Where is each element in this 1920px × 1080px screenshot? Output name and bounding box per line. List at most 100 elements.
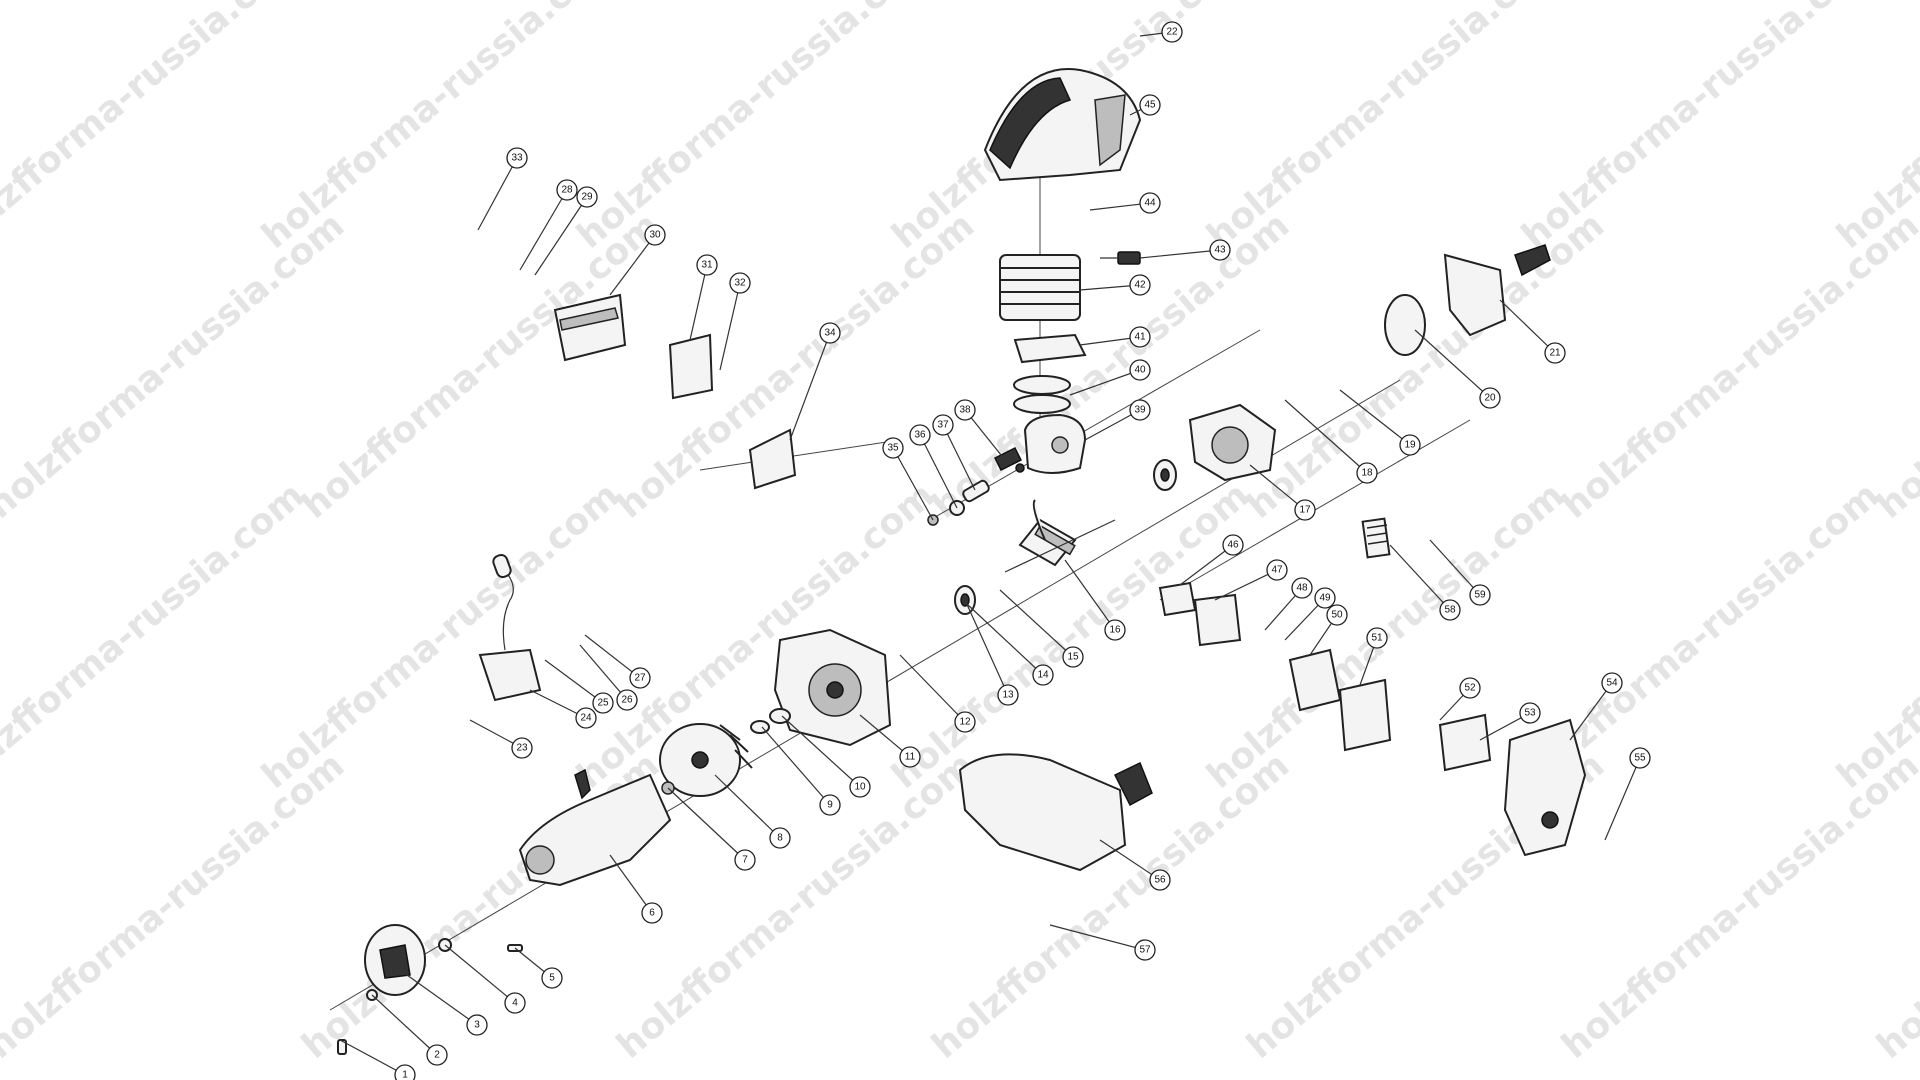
part-callout-38: 38 — [954, 399, 976, 421]
callout-circle — [696, 254, 718, 276]
leader-line — [1069, 369, 1141, 396]
filter-element — [1438, 713, 1492, 772]
callout-number: 14 — [1037, 670, 1049, 681]
callout-number: 28 — [561, 185, 573, 196]
callout-circle — [1291, 577, 1313, 599]
callout-circle — [997, 684, 1019, 706]
part-callout-52: 52 — [1459, 677, 1481, 699]
muffler-gasket — [668, 333, 714, 400]
callout-number: 18 — [1361, 468, 1373, 479]
watermark-text: holzfforma-russia.com — [254, 475, 627, 797]
part-callout-40: 40 — [1129, 359, 1151, 381]
callout-number: 27 — [634, 673, 646, 684]
part-callout-55: 55 — [1629, 747, 1651, 769]
part-callout-43: 43 — [1209, 239, 1231, 261]
fuel-tank — [958, 753, 1153, 872]
leader-line — [584, 634, 641, 679]
fan-housing — [518, 768, 672, 887]
leader-line — [1064, 559, 1116, 631]
callout-number: 48 — [1296, 583, 1308, 594]
callout-number: 3 — [474, 1020, 480, 1031]
part-callout-37: 37 — [932, 414, 954, 436]
intake-insulator — [1193, 593, 1242, 647]
callout-circle — [644, 224, 666, 246]
callout-circle — [1129, 359, 1151, 381]
part-callout-57: 57 — [1134, 939, 1156, 961]
part-callout-22: 22 — [1161, 21, 1183, 43]
part-callout-14: 14 — [1032, 664, 1054, 686]
callout-number: 20 — [1484, 393, 1496, 404]
leader-line — [444, 944, 516, 1004]
callout-circle — [1129, 399, 1151, 421]
leader-line — [519, 189, 568, 271]
callout-circle — [899, 746, 921, 768]
part-callout-34: 34 — [819, 322, 841, 344]
leader-line — [899, 654, 966, 723]
leader-line — [964, 409, 1006, 461]
callout-number: 33 — [511, 153, 523, 164]
spark-plug — [1100, 251, 1141, 265]
callout-number: 54 — [1606, 678, 1618, 689]
callout-number: 11 — [905, 752, 916, 763]
callout-number: 55 — [1634, 753, 1646, 764]
part-callout-24: 24 — [575, 707, 597, 729]
crankcase-right — [1188, 403, 1277, 482]
callout-circle — [1266, 559, 1288, 581]
callout-circle — [629, 667, 651, 689]
callout-circle — [641, 902, 663, 924]
callout-circle — [504, 992, 526, 1014]
leader-line — [339, 1039, 406, 1076]
callout-circle — [1161, 21, 1183, 43]
callout-number: 45 — [1144, 100, 1156, 111]
callout-circle — [556, 179, 578, 201]
part-callout-36: 36 — [909, 424, 931, 446]
part-callout-33: 33 — [506, 147, 528, 169]
leader-line — [544, 659, 604, 704]
leader-line — [1339, 389, 1411, 446]
callout-circle — [1129, 274, 1151, 296]
part-callout-59: 59 — [1469, 584, 1491, 606]
callout-circle — [426, 1044, 448, 1066]
part-callout-26: 26 — [616, 689, 638, 711]
leader-line — [1499, 299, 1556, 354]
callout-number: 19 — [1404, 440, 1416, 451]
part-callout-46: 46 — [1222, 534, 1244, 556]
part-callout-32: 32 — [729, 272, 751, 294]
callout-circle — [1439, 599, 1461, 621]
leader-line — [1604, 757, 1641, 841]
callout-number: 38 — [959, 405, 971, 416]
callout-number: 21 — [1549, 348, 1561, 359]
part-callout-1: 1 — [394, 1064, 416, 1080]
callout-number: 59 — [1474, 590, 1486, 601]
callout-circle — [1104, 619, 1126, 641]
callout-circle — [1629, 747, 1651, 769]
callout-circle — [394, 1064, 416, 1080]
callout-circle — [849, 776, 871, 798]
crankcase-left — [773, 628, 892, 747]
callout-circle — [1134, 939, 1156, 961]
part-callout-42: 42 — [1129, 274, 1151, 296]
callout-circle — [954, 399, 976, 421]
callout-circle — [575, 707, 597, 729]
air-filter-base — [1338, 678, 1392, 752]
leader-line — [1214, 569, 1278, 601]
leader-line — [781, 715, 861, 788]
recoil-starter — [1443, 244, 1551, 337]
leader-line — [1429, 539, 1481, 596]
callout-circle — [511, 737, 533, 759]
watermark-text: holzfforma-russia.com — [0, 745, 352, 1067]
leader-line — [689, 264, 708, 341]
part-callout-10: 10 — [849, 776, 871, 798]
part-callout-16: 16 — [1104, 619, 1126, 641]
muffler — [553, 293, 627, 362]
callout-circle — [1544, 342, 1566, 364]
callout-circle — [909, 424, 931, 446]
callout-circle — [1326, 604, 1348, 626]
heat-shield — [748, 428, 797, 490]
callout-circle — [819, 794, 841, 816]
callout-circle — [1222, 534, 1244, 556]
callout-number: 10 — [854, 782, 866, 793]
callout-number: 8 — [777, 833, 783, 844]
leader-line — [609, 234, 656, 296]
clutch — [364, 924, 426, 996]
